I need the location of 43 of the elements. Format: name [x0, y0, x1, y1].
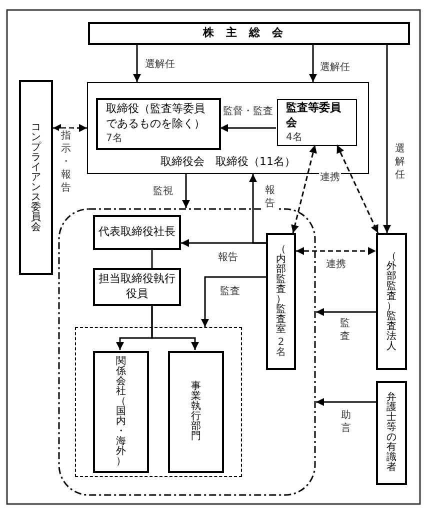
process-box: [266, 233, 296, 370]
dash-dot-region: [58, 208, 316, 496]
box-label: （外部監査）監査法人: [386, 252, 398, 352]
box-label: 株主総会: [203, 26, 295, 41]
box-label: （内部監査）監査室: [275, 245, 287, 335]
dashed-arrow: [291, 144, 317, 234]
box-label: 監査等委員会: [286, 100, 342, 131]
arrow: [181, 239, 266, 247]
box-label: 代表取締役社長: [98, 225, 176, 240]
arrow: [316, 398, 376, 406]
dashed-arrow: [336, 144, 379, 234]
process-box: [88, 22, 410, 45]
arrow: [151, 306, 199, 350]
dashed-arrow: [53, 124, 87, 132]
dashed-group-box: [75, 327, 242, 477]
arrow: [383, 45, 391, 233]
process-box: [96, 98, 221, 150]
dashed-arrow: [296, 247, 376, 255]
connector-line: [151, 250, 153, 268]
process-box: [93, 351, 149, 473]
box-note: 2名: [275, 338, 287, 358]
arrow: [182, 174, 190, 208]
process-box: [376, 381, 407, 485]
process-box: [376, 233, 407, 370]
box-label: 弁護士等の有識者: [386, 393, 398, 473]
arrow: [201, 276, 266, 327]
box-label: 取締役（監査等委員であるものを除く）: [106, 102, 206, 132]
box-note: 7名: [106, 132, 122, 146]
process-box: [168, 351, 224, 473]
box-label: 事業執行部門: [190, 382, 202, 442]
arrow: [316, 308, 376, 316]
process-box: [93, 215, 181, 250]
box-label: 担当取締役執行役員: [98, 272, 176, 302]
arrow: [133, 45, 141, 82]
process-box: [277, 99, 357, 146]
arrow: [309, 45, 317, 82]
box-note: 4名: [286, 130, 302, 144]
process-box: [19, 80, 53, 275]
arrow: [220, 124, 276, 132]
group-title: 取締役会 取締役（11名）: [160, 154, 296, 169]
edge-label: 報告: [263, 183, 277, 211]
box-label: コンプライアンス委員会: [30, 122, 42, 232]
box-label: 関係会社（国内・海外）: [115, 357, 127, 467]
